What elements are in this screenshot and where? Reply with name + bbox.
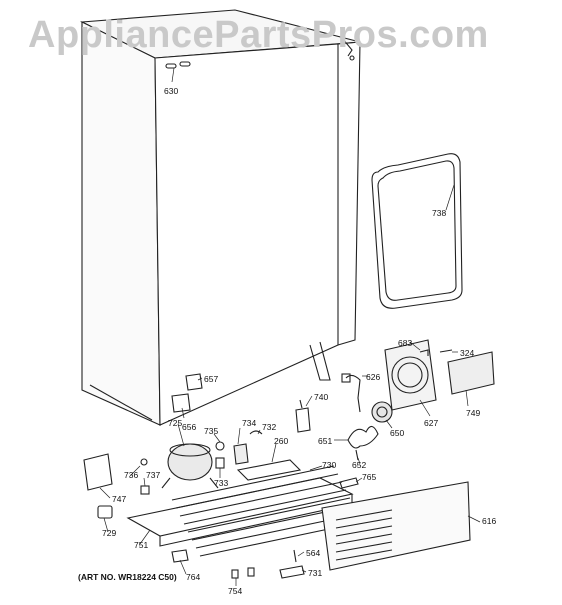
part-label: 749 [466, 408, 480, 418]
part-label: 731 [308, 568, 322, 578]
fan-shroud [391, 356, 429, 394]
watermark: AppliancePartsPros.com [28, 14, 489, 56]
part-label: 729 [102, 528, 116, 538]
part-754 [247, 567, 255, 577]
fan-shroud-inner [397, 362, 423, 388]
screw-324 [439, 349, 453, 353]
top-hinge [341, 37, 353, 57]
part-label: 765 [362, 472, 376, 482]
hinge-screw [349, 55, 355, 61]
part-764 [171, 549, 189, 563]
compressor-top [169, 443, 211, 457]
screw-564 [293, 549, 297, 563]
hinge-pin [179, 61, 191, 67]
cover-plate [447, 351, 495, 395]
part-label: 683 [398, 338, 412, 348]
screw-652 [355, 449, 359, 461]
gasket-loop-inner [377, 160, 457, 301]
screw-736 [140, 458, 148, 466]
drain-pan [236, 459, 302, 481]
harness-plug [341, 373, 351, 383]
grommet-733 [215, 457, 225, 469]
cabinet-side [81, 21, 161, 426]
wire-harness [345, 374, 361, 413]
part-label: 627 [424, 418, 438, 428]
part-label: 736 [124, 470, 138, 480]
art-number: (ART NO. WR18224 C50) [78, 572, 177, 582]
part-labels: 630 738 683 324 626 627 749 740 657 656 … [102, 86, 496, 596]
part-label: 725 [168, 418, 182, 428]
grommet-737 [140, 485, 150, 495]
base-pan-edge [159, 494, 353, 547]
part-label: 626 [366, 372, 380, 382]
part-label: 730 [322, 460, 336, 470]
part-label: 751 [134, 540, 148, 550]
cabinet-leg [309, 341, 331, 381]
part-label: 260 [274, 436, 288, 446]
gasket-loop [371, 153, 463, 309]
part-label: 564 [306, 548, 320, 558]
clip-731 [279, 565, 305, 579]
bracket-747 [83, 453, 113, 491]
cabinet-edge [337, 41, 361, 346]
part-label: 657 [204, 374, 218, 384]
fan-motor-hub [376, 406, 388, 418]
clip-765 [339, 477, 359, 489]
cabinet-back-panel [154, 43, 339, 426]
part-label: 652 [352, 460, 366, 470]
part-label: 735 [204, 426, 218, 436]
capacitor-lead [299, 399, 303, 409]
fan-bracket [384, 339, 437, 411]
part-label: 656 [182, 422, 196, 432]
fan-motor [371, 401, 393, 423]
cabinet-bottom-edge [89, 384, 153, 421]
part-label: 616 [482, 516, 496, 526]
part-label: 734 [242, 418, 256, 428]
part-label: 764 [186, 572, 200, 582]
bracket-656 [171, 393, 191, 413]
part-label: 747 [112, 494, 126, 504]
compressor [167, 443, 213, 481]
part-label: 324 [460, 348, 474, 358]
part-label: 630 [164, 86, 178, 96]
hinge-pin [165, 63, 177, 69]
part-label: 754 [228, 586, 242, 596]
cover-grille [335, 509, 393, 561]
part-label: 651 [318, 436, 332, 446]
capacitor [295, 407, 311, 433]
compressor-feet [161, 477, 219, 489]
part-label: 733 [214, 478, 228, 488]
grommet-735 [215, 441, 225, 451]
relay [233, 443, 249, 465]
part-label: 740 [314, 392, 328, 402]
clip-683 [419, 349, 429, 356]
part-label: 732 [262, 422, 276, 432]
part-754 [231, 569, 239, 579]
part-label: 650 [390, 428, 404, 438]
part-label: 738 [432, 208, 446, 218]
part-label: 737 [146, 470, 160, 480]
bracket-657 [185, 373, 203, 391]
fan-blade [347, 425, 379, 449]
part-729 [97, 505, 113, 519]
leader-lines [99, 67, 481, 586]
overload-clip [249, 430, 263, 435]
